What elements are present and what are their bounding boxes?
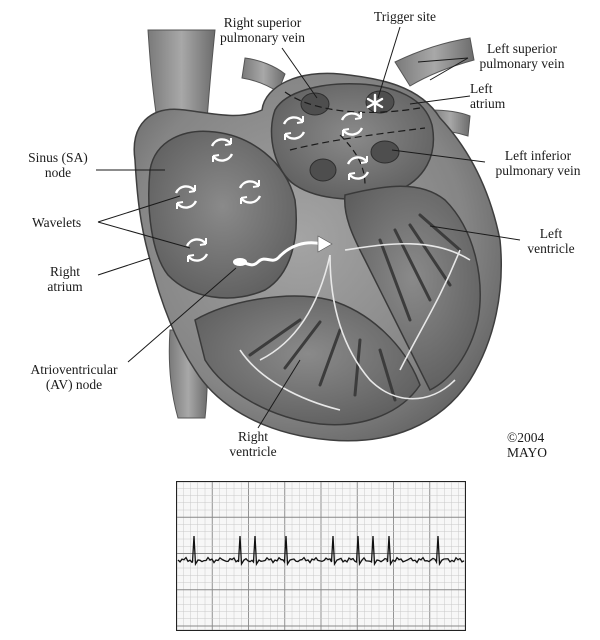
right-ventricle-chamber [194, 295, 421, 426]
wavelet-icons [174, 112, 370, 262]
right-atrium-chamber [148, 130, 297, 299]
label-line: Left inferior [504, 148, 572, 163]
conduction-arrow-head [317, 235, 333, 253]
label-line: Atrioventricular [30, 362, 118, 377]
asterisk-trigger-icon [366, 93, 384, 113]
leader-lines [96, 26, 521, 429]
label-wavelets: Wavelets [32, 215, 82, 230]
label-line: (AV) node [45, 377, 103, 392]
ripv-orifice [309, 158, 337, 182]
label-line: Sinus (SA) [28, 150, 88, 165]
label-line: Left superior [486, 41, 558, 56]
la-dashed-line-3 [339, 134, 366, 186]
label-line: Right [49, 264, 80, 279]
la-dashed-line-1 [284, 91, 421, 113]
label-line: MAYO [507, 445, 548, 460]
lipv-orifice [370, 140, 400, 164]
label-left-atrium: Left atrium [470, 81, 540, 111]
label-right-superior-pulmonary-vein: Right superior pulmonary vein [205, 15, 320, 45]
la-dashed-line-2 [289, 127, 426, 151]
label-line: node [44, 165, 72, 180]
label-line: atrium [47, 279, 83, 294]
label-line: pulmonary vein [495, 163, 581, 178]
label-line: Right [237, 429, 268, 444]
label-trigger-site: Trigger site [373, 9, 437, 24]
label-line: ventricle [229, 444, 277, 459]
rspv-orifice [300, 92, 330, 116]
label-line: pulmonary vein [219, 30, 306, 45]
lspv-orifice [365, 90, 395, 114]
left-superior-pulmonary-vein-stub [394, 37, 475, 87]
conduction-arrow-icon [235, 241, 323, 267]
label-left-inferior-pulmonary-vein: Left inferior pulmonary vein [483, 148, 593, 178]
label-right-atrium: Right atrium [35, 264, 95, 294]
left-atrium-chamber [270, 83, 435, 200]
label-line: ©2004 [507, 430, 545, 445]
label-sinus-node: Sinus (SA) node [18, 150, 98, 180]
label-line: Left [470, 81, 493, 96]
ecg-trace [177, 535, 465, 567]
label-line: pulmonary vein [479, 56, 565, 71]
label-right-ventricle: Right ventricle [213, 429, 293, 459]
label-line: atrium [470, 96, 506, 111]
av-node-mark [233, 258, 247, 266]
label-left-superior-pulmonary-vein: Left superior pulmonary vein [468, 41, 576, 71]
label-av-node: Atrioventricular (AV) node [16, 362, 132, 392]
ventricle-trabeculae [248, 213, 462, 402]
label-line: ventricle [527, 241, 575, 256]
heart-illustration [96, 26, 521, 442]
label-left-ventricle: Left ventricle [516, 226, 586, 256]
label-line: Left [539, 226, 563, 241]
label-copyright: ©2004 MAYO [507, 430, 577, 460]
ecg-strip [176, 481, 466, 631]
label-line: Right superior [223, 15, 302, 30]
